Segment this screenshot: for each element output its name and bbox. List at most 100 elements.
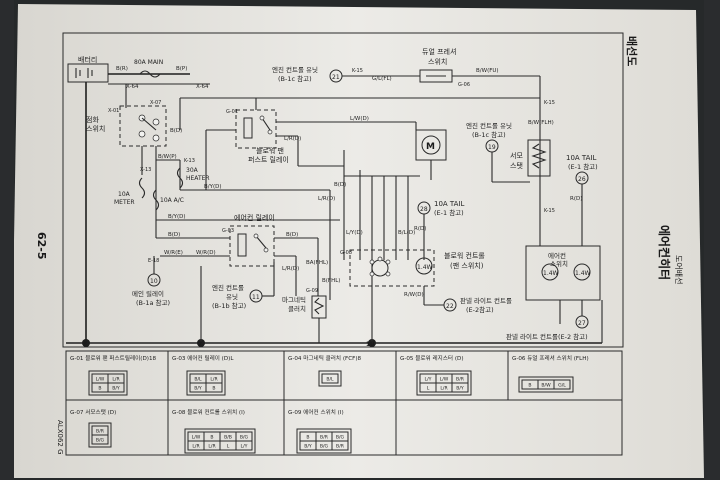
clutch-label: 마그네틱 bbox=[282, 295, 306, 304]
thermostat-label: 서모 bbox=[510, 151, 523, 160]
connector-outline bbox=[186, 370, 226, 396]
wire-label: B/L(D) bbox=[398, 230, 415, 236]
connector-pin-label: G/L bbox=[558, 383, 566, 389]
engine-ref-low-label: 엔진 컨트롤 bbox=[212, 283, 244, 292]
main-fuse-label: 80A MAIN bbox=[134, 59, 163, 66]
ignition-label-2: 스위치 bbox=[86, 124, 105, 133]
blower-relay-label: 퍼스트 릴레이 bbox=[248, 155, 289, 164]
connector-outline bbox=[88, 370, 128, 396]
engine-ref-top-label: (B-1c 참고) bbox=[278, 75, 312, 83]
connector-title: G-03 에어컨 릴레이 (D)L bbox=[172, 354, 234, 362]
connector-outline bbox=[184, 428, 256, 454]
ref-marker-28-label: 28 bbox=[420, 206, 428, 213]
wire-label: R(D) bbox=[570, 196, 582, 202]
heater-fuse-label: 30A bbox=[186, 167, 199, 174]
ref-marker-27 bbox=[575, 315, 589, 329]
battery: 배터리 bbox=[67, 55, 109, 83]
heater-fuse-label: HEATER bbox=[186, 175, 210, 182]
connector-pin-label: B/Y bbox=[456, 386, 464, 392]
ac-fuse-label: 10A A/C bbox=[160, 197, 184, 204]
wire-label: X-13 bbox=[140, 167, 151, 173]
wire-label: B/W(FLH) bbox=[528, 120, 554, 126]
connector-title: G-08 블로워 컨트롤 스위치 (I) bbox=[172, 408, 245, 416]
wire-label: B(D) bbox=[170, 128, 182, 134]
wire-label: L/Y(D) bbox=[346, 230, 363, 236]
wire-label: B(D) bbox=[168, 232, 180, 238]
wire-label: R/W(D) bbox=[404, 292, 424, 298]
connector-pin-cell bbox=[451, 382, 469, 393]
tail-fuse-right-label: (E-1 참고) bbox=[568, 163, 598, 171]
page-title: 배선도 bbox=[625, 36, 639, 66]
connector-pin-cell bbox=[235, 440, 253, 451]
wire-label: B(P) bbox=[176, 66, 187, 72]
tail-fuse-mid-label: 10A TAIL bbox=[434, 200, 465, 208]
engine-ref-mid-label: (B-1c 참고) bbox=[472, 131, 506, 139]
wire-label: W/R(D) bbox=[196, 250, 216, 256]
ref-marker-22-label: 22 bbox=[446, 303, 454, 310]
connector-table bbox=[65, 350, 623, 456]
main-relay-label: 메인 릴레이 bbox=[132, 289, 164, 298]
connector-pin-label: B/G bbox=[320, 444, 329, 450]
wire-label: K-13 bbox=[184, 158, 195, 164]
connector-pin-label: B/Y bbox=[304, 444, 312, 450]
connector-pin-label: B/B bbox=[224, 435, 232, 441]
connector-outline bbox=[88, 422, 112, 448]
wire-label: B/Y(D) bbox=[204, 184, 222, 190]
connector-pin-label: L bbox=[227, 444, 230, 450]
connector-pin-label: L/R bbox=[440, 386, 448, 392]
blower-control-switch: 1.4W 블로워 컨트롤 (팬 스위치) G-08 bbox=[340, 249, 485, 287]
wire-label: B(FHL) bbox=[322, 278, 340, 284]
connector-pin-label: B bbox=[212, 386, 215, 392]
ref-marker-26-label: 26 bbox=[578, 176, 586, 183]
blower-first-relay: 블로워 팬 퍼스트 릴레이 G-01 bbox=[226, 109, 289, 164]
engine-ref-low-label: 유닛 bbox=[226, 292, 238, 301]
wire-label: G-09 bbox=[306, 288, 318, 294]
wire-label: X-64 bbox=[126, 84, 139, 90]
ref-marker-21-label: 21 bbox=[332, 74, 340, 81]
wire-label: B/W(FU) bbox=[476, 68, 499, 74]
wire-label: G-06 bbox=[458, 82, 470, 88]
aircon-relay: 에어컨 릴레이 G-03 bbox=[222, 213, 275, 267]
ref-marker-19-label: 19 bbox=[488, 144, 496, 151]
ref-marker-11-label: 11 bbox=[252, 294, 260, 301]
connector-pin-label: L/R bbox=[210, 377, 218, 383]
connector-pin-label: B/Y bbox=[112, 386, 120, 392]
connector-outline bbox=[416, 370, 472, 396]
dual-pressure-label: 듀얼 프레셔 bbox=[422, 47, 456, 56]
wire-label: L/R(D) bbox=[318, 196, 335, 202]
section-subtitle: 도어배선 bbox=[674, 255, 684, 284]
wire-label: R(D) bbox=[414, 226, 426, 232]
meter-fuse-label: 10A bbox=[118, 191, 131, 198]
meter-fuse: 10A METER bbox=[114, 177, 146, 206]
connector-pin-cell bbox=[91, 434, 109, 445]
dual-pressure-label: 스위치 bbox=[428, 57, 447, 66]
connector-outline bbox=[296, 428, 352, 454]
wire-label: K-15 bbox=[544, 208, 555, 214]
engine-ref-low-label: (B-1b 참고) bbox=[212, 302, 246, 310]
connector-pin-cell bbox=[107, 382, 125, 393]
panel-light-b-label: 판넬 라이트 컨트롤(E-2 참고) bbox=[506, 332, 588, 341]
connector-pin-label: B bbox=[98, 386, 101, 392]
ac-switch-label: 에어컨 bbox=[548, 251, 566, 260]
ground-marker-8: 8 bbox=[83, 341, 87, 348]
connector-pin-label: L/R bbox=[192, 444, 200, 450]
wire-label: G-03 bbox=[222, 228, 234, 234]
connector-pin-label: L/Y bbox=[241, 444, 248, 450]
ref-marker-27-label: 27 bbox=[578, 320, 586, 327]
wire-label: X-01 bbox=[108, 108, 119, 114]
bulb-r2-label: 1.4W bbox=[575, 270, 591, 277]
battery-label: 배터리 bbox=[78, 55, 97, 64]
ref-marker-22 bbox=[443, 298, 457, 312]
connector-pin-label: B/R bbox=[96, 429, 105, 435]
ac-fuse: 10A A/C bbox=[152, 189, 184, 211]
connector-pin-label: L/Y bbox=[425, 377, 432, 383]
connector-pin-label: B/G bbox=[336, 435, 345, 441]
ref-marker-10-label: 10 bbox=[150, 278, 158, 285]
wire-label: B(D) bbox=[334, 182, 346, 188]
connector-pin-label: B bbox=[528, 383, 531, 389]
wire-label: L/R(D) bbox=[284, 136, 301, 142]
wire-label: L/W(D) bbox=[350, 116, 369, 122]
connector-pin-label: B/W bbox=[541, 383, 551, 389]
heater-fuse: 30A HEATER bbox=[176, 167, 210, 189]
wire-label: W/R(E) bbox=[164, 250, 183, 256]
